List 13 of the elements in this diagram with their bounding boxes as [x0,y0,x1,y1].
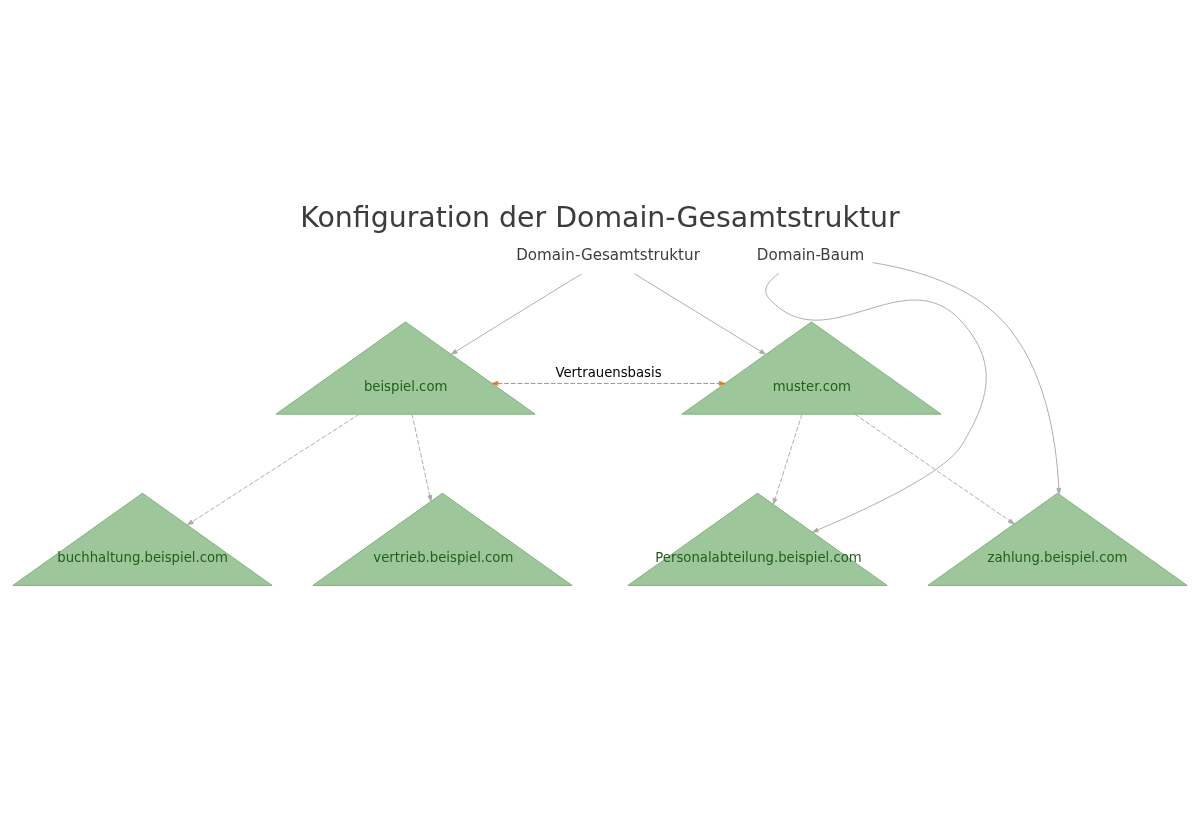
arrow [854,413,1015,525]
arrow [634,273,766,355]
edge-label: Vertrauensbasis [555,364,662,380]
diagram-title: Konfiguration der Domain-Gesamtstruktur [300,201,900,235]
arrow [187,413,360,526]
arrow [450,273,583,355]
arrow [491,380,726,386]
node-text: Domain-Gesamtstruktur [516,246,700,265]
arrow [411,413,433,502]
arrow [872,262,1062,495]
arrow [772,413,803,505]
arrow [765,273,987,533]
node-text: Domain-Baum [756,246,865,265]
